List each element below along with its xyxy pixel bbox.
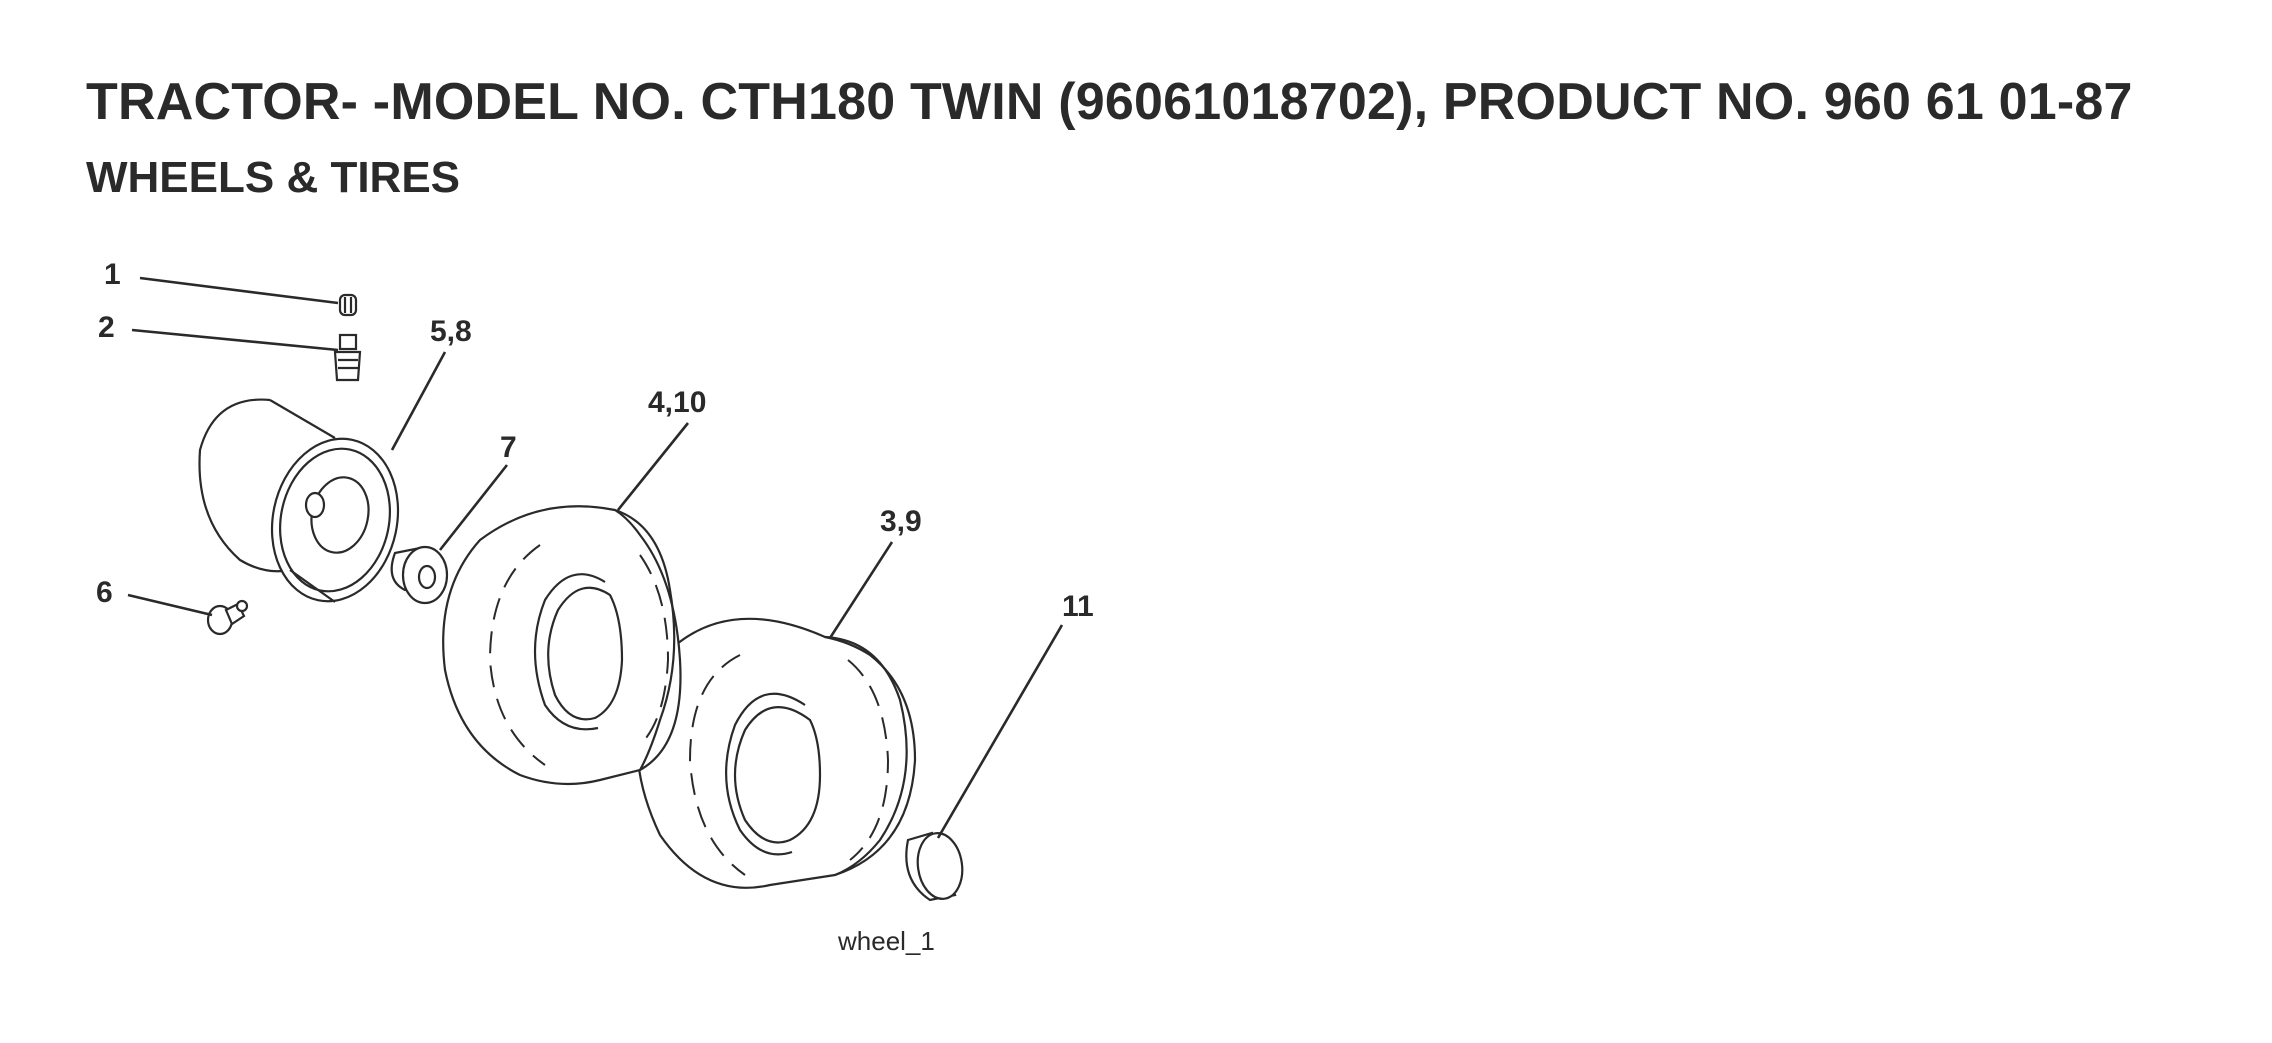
hub-cap-drawing	[905, 831, 964, 902]
figure-id: wheel_1	[837, 926, 935, 956]
valve-stem-drawing	[333, 333, 362, 382]
callout-2: 2	[98, 311, 115, 344]
page-subtitle: WHEELS & TIRES	[86, 153, 461, 202]
rear-tire-drawing	[636, 617, 917, 889]
leader-7	[438, 464, 509, 551]
valve-cap-drawing	[338, 293, 358, 317]
callout-6: 6	[96, 576, 113, 609]
callout-3-9: 3,9	[880, 505, 922, 538]
grease-fitting-drawing	[206, 599, 249, 636]
leader-11	[936, 624, 1064, 839]
bushing-drawing	[390, 545, 449, 605]
leader-1	[139, 276, 339, 305]
callout-4-10: 4,10	[648, 386, 706, 419]
callout-1: 1	[104, 258, 121, 291]
leader-5-8	[390, 351, 447, 451]
callout-11: 11	[1062, 590, 1094, 623]
front-tire-drawing	[442, 505, 682, 786]
leader-3-9	[828, 541, 894, 639]
leader-6	[127, 593, 213, 617]
rim-drawing	[198, 398, 400, 603]
leader-2	[131, 328, 339, 352]
page-title: TRACTOR- -MODEL NO. CTH180 TWIN (9606101…	[86, 73, 2133, 131]
callout-5-8: 5,8	[430, 315, 472, 348]
leader-4-10	[616, 422, 690, 511]
callout-7: 7	[500, 431, 517, 464]
